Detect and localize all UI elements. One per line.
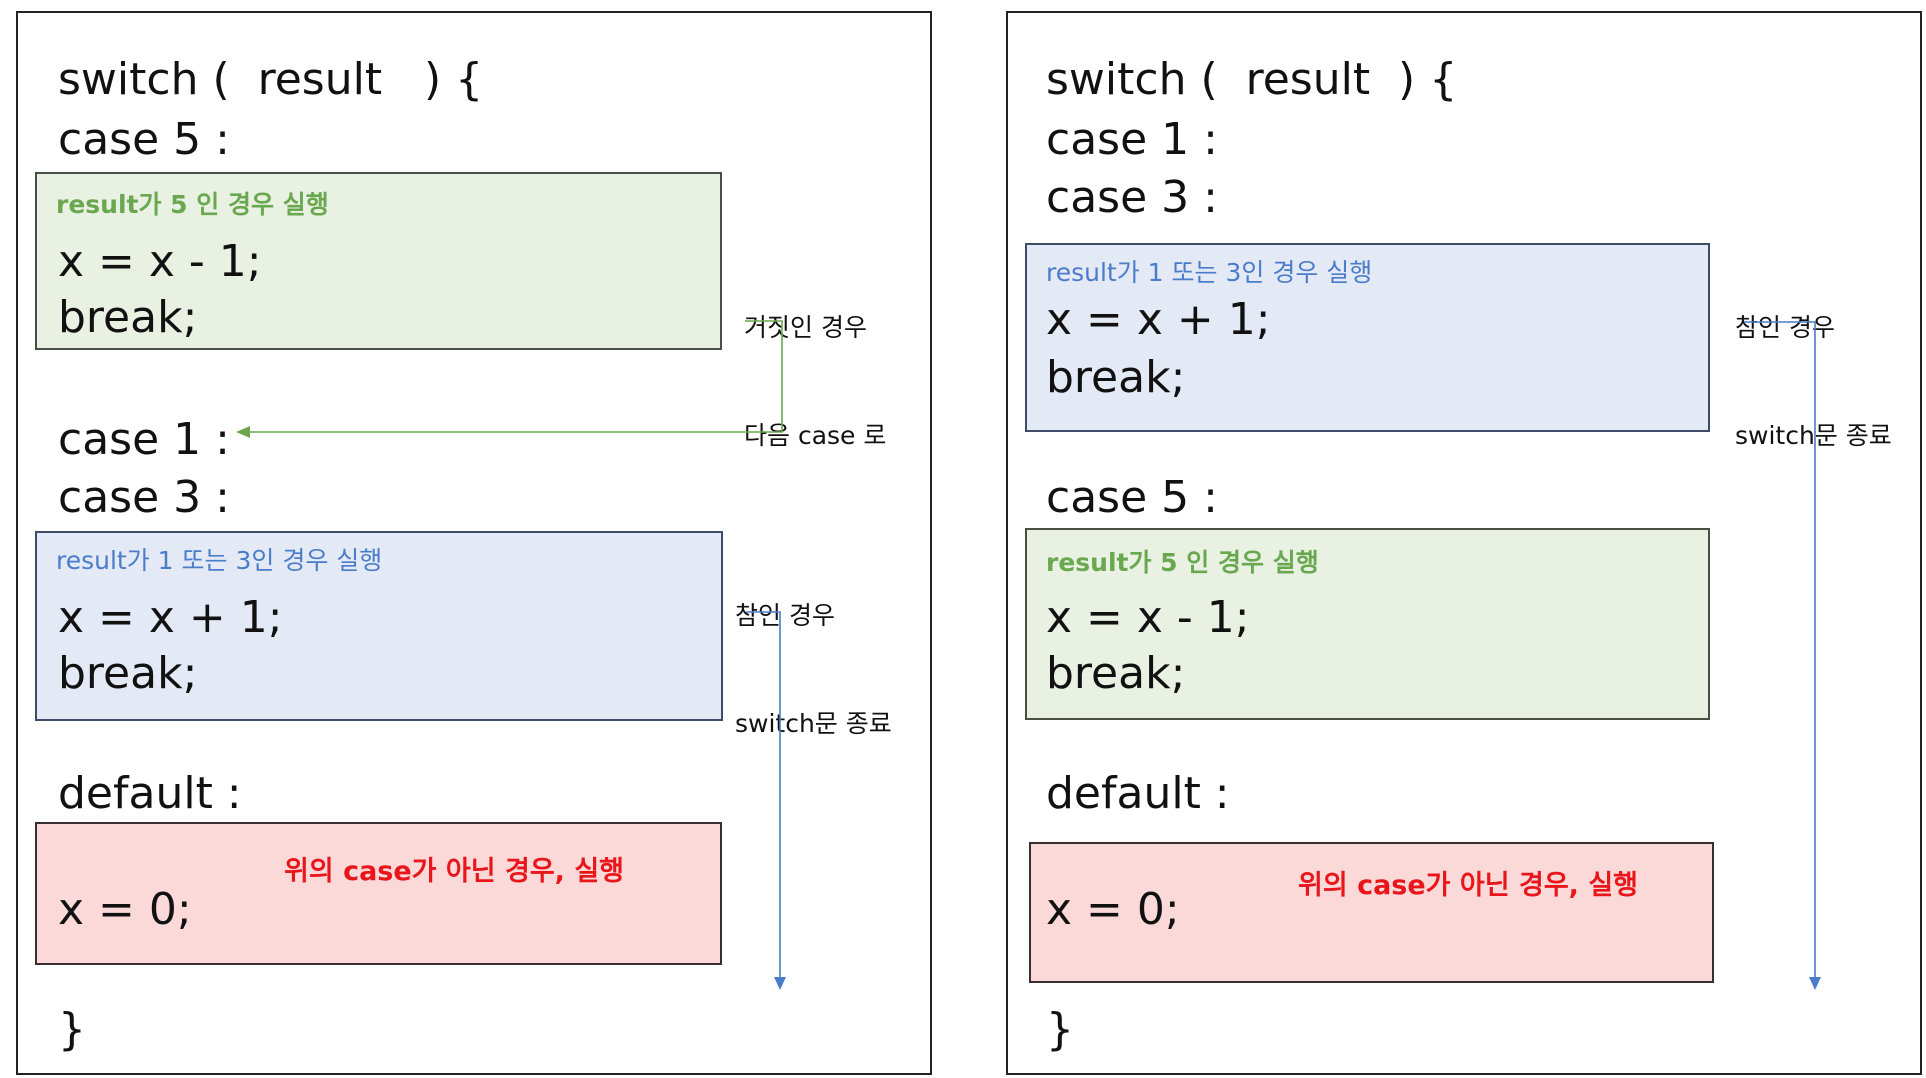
- right-green-line1: x = x - 1;: [1046, 592, 1250, 643]
- right-close-brace: }: [1046, 1004, 1074, 1055]
- right-default-label: default :: [1046, 768, 1230, 819]
- left-note-true-line2: switch문 종료: [735, 709, 892, 738]
- right-green-line2: break;: [1046, 648, 1186, 699]
- right-blue-line1: x = x + 1;: [1046, 294, 1271, 345]
- left-red-line1: x = 0;: [58, 884, 192, 935]
- left-case5-label: case 5 :: [58, 114, 230, 165]
- right-case5-label: case 5 :: [1046, 472, 1218, 523]
- right-switch-line: switch ( result ) {: [1046, 54, 1458, 105]
- left-note-true-line1: 참인 경우: [735, 601, 835, 630]
- right-case1-label: case 1 :: [1046, 114, 1218, 165]
- left-switch-line: switch ( result ) {: [58, 54, 484, 105]
- left-case3-label: case 3 :: [58, 472, 230, 523]
- left-note-false: 거짓인 경우 다음 case 로: [744, 238, 886, 490]
- left-default-label: default :: [58, 768, 242, 819]
- left-blue-box: [35, 531, 723, 721]
- right-case3-label: case 3 :: [1046, 172, 1218, 223]
- left-red-caption: 위의 case가 아닌 경우, 실행: [284, 856, 625, 887]
- left-blue-line2: break;: [58, 648, 198, 699]
- right-red-box: [1029, 842, 1714, 983]
- right-red-line1: x = 0;: [1046, 884, 1180, 935]
- right-red-caption: 위의 case가 아닌 경우, 실행: [1298, 870, 1639, 901]
- right-blue-box: [1025, 243, 1710, 432]
- left-close-brace: }: [58, 1004, 86, 1055]
- left-green-caption: result가 5 인 경우 실행: [56, 190, 329, 219]
- left-case1-label: case 1 :: [58, 414, 230, 465]
- left-green-line1: x = x - 1;: [58, 236, 262, 287]
- left-red-box: [35, 822, 722, 965]
- right-green-caption: result가 5 인 경우 실행: [1046, 548, 1319, 577]
- left-green-line2: break;: [58, 292, 198, 343]
- left-blue-caption: result가 1 또는 3인 경우 실행: [56, 546, 383, 575]
- left-note-true: 참인 경우 switch문 종료: [735, 526, 892, 778]
- left-note-false-line2: 다음 case 로: [744, 421, 887, 450]
- left-blue-line1: x = x + 1;: [58, 592, 283, 643]
- left-note-false-line1: 거짓인 경우: [744, 313, 867, 342]
- right-note-true-line2: switch문 종료: [1735, 421, 1892, 450]
- right-note-true: 참인 경우 switch문 종료: [1735, 238, 1892, 490]
- right-note-true-line1: 참인 경우: [1735, 313, 1835, 342]
- right-blue-line2: break;: [1046, 352, 1186, 403]
- right-blue-caption: result가 1 또는 3인 경우 실행: [1046, 258, 1373, 287]
- right-green-box: [1025, 528, 1710, 720]
